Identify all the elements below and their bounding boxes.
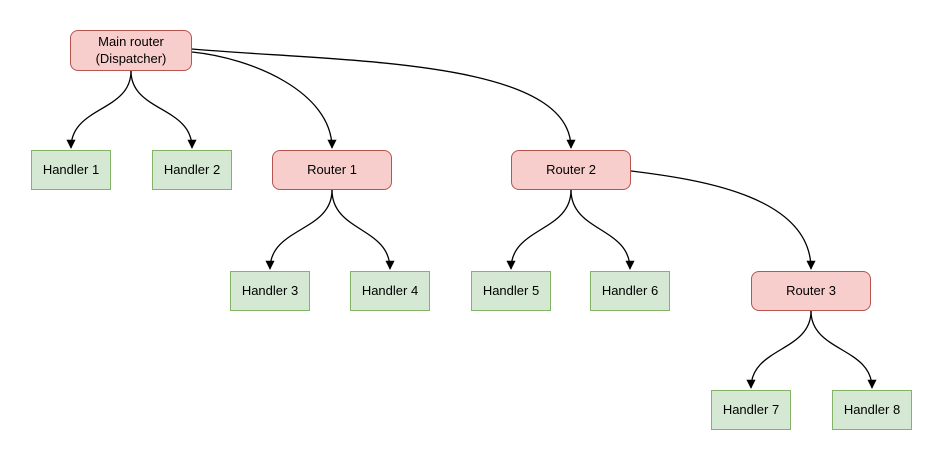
node-handler-7: Handler 7 <box>711 390 791 430</box>
node-router-1: Router 1 <box>272 150 392 190</box>
edge-router-3-to-handler-8 <box>810 310 877 389</box>
node-handler-7-label: Handler 7 <box>722 401 780 417</box>
edge-router-2-to-router-3 <box>630 170 816 270</box>
node-main-router: Main router (Dispatcher) <box>70 30 192 71</box>
edge-router-1-to-handler-4 <box>331 189 395 270</box>
edge-router-2-to-handler-6 <box>570 189 635 270</box>
edge-main-router-to-handler-1 <box>66 70 132 149</box>
edge-main-router-to-handler-2 <box>130 70 197 149</box>
node-handler-1: Handler 1 <box>31 150 111 190</box>
edge-main-router-to-router-1 <box>191 51 337 149</box>
node-router-3: Router 3 <box>751 271 871 311</box>
node-handler-2: Handler 2 <box>152 150 232 190</box>
node-handler-3-label: Handler 3 <box>241 282 299 298</box>
edge-router-3-to-handler-7 <box>746 310 812 389</box>
node-router-2: Router 2 <box>511 150 631 190</box>
node-handler-4-label: Handler 4 <box>361 282 419 298</box>
edge-router-1-to-handler-3 <box>265 189 333 270</box>
node-router-3-label: Router 3 <box>786 282 836 298</box>
node-main-router-label: Main router (Dispatcher) <box>95 33 167 66</box>
node-handler-5: Handler 5 <box>471 271 551 311</box>
node-handler-2-label: Handler 2 <box>163 161 221 177</box>
node-handler-6: Handler 6 <box>590 271 670 311</box>
node-handler-8: Handler 8 <box>832 390 912 430</box>
node-handler-1-label: Handler 1 <box>42 161 100 177</box>
node-router-1-label: Router 1 <box>307 161 357 177</box>
node-handler-3: Handler 3 <box>230 271 310 311</box>
node-handler-8-label: Handler 8 <box>843 401 901 417</box>
node-router-2-label: Router 2 <box>546 161 596 177</box>
node-handler-5-label: Handler 5 <box>482 282 540 298</box>
node-handler-6-label: Handler 6 <box>601 282 659 298</box>
edge-router-2-to-handler-5 <box>506 189 572 270</box>
node-handler-4: Handler 4 <box>350 271 430 311</box>
edge-main-router-to-router-2 <box>191 48 576 149</box>
